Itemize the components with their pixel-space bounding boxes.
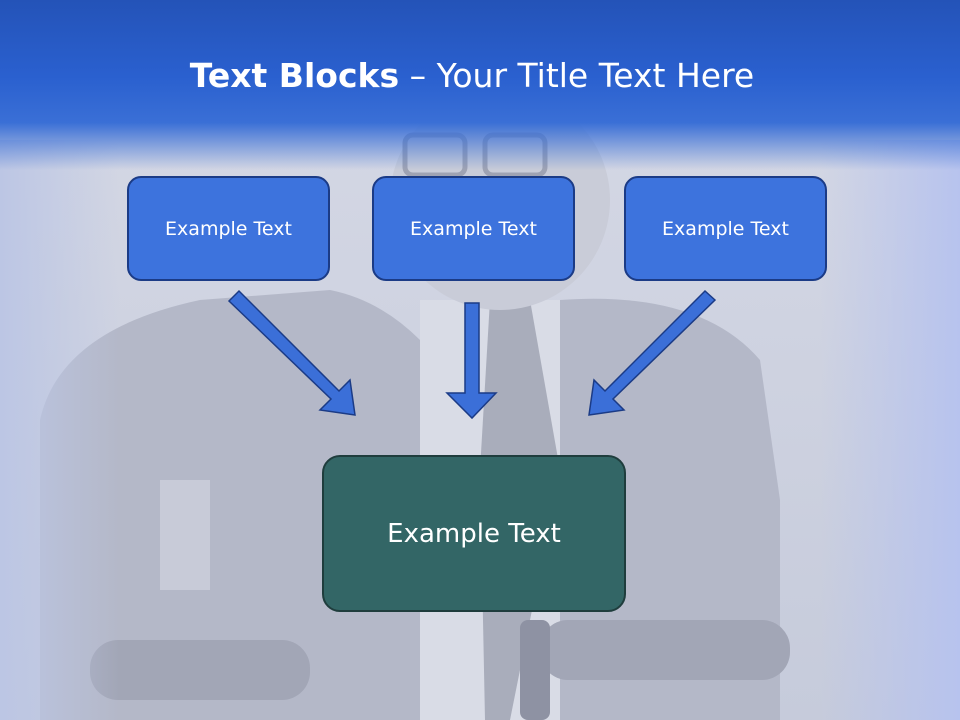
arrow-middle[interactable] <box>445 302 498 420</box>
text-block-left-label: Example Text <box>165 217 292 240</box>
slide-title: Text Blocks – Your Title Text Here <box>0 52 944 100</box>
arrow-right[interactable] <box>588 289 717 416</box>
text-block-right-label: Example Text <box>662 217 789 240</box>
right-glow <box>820 140 960 720</box>
text-block-left[interactable]: Example Text <box>127 176 330 281</box>
text-block-center[interactable]: Example Text <box>322 455 626 612</box>
arrow-left[interactable] <box>227 289 356 416</box>
text-block-center-label: Example Text <box>387 518 561 549</box>
text-block-right[interactable]: Example Text <box>624 176 827 281</box>
title-dash: – <box>399 56 437 95</box>
left-glow <box>0 140 120 720</box>
title-bold: Text Blocks <box>189 56 400 95</box>
title-text: Your Title Text Here <box>436 56 755 95</box>
text-block-middle[interactable]: Example Text <box>372 176 575 281</box>
text-block-middle-label: Example Text <box>410 217 537 240</box>
header-band <box>0 0 960 170</box>
